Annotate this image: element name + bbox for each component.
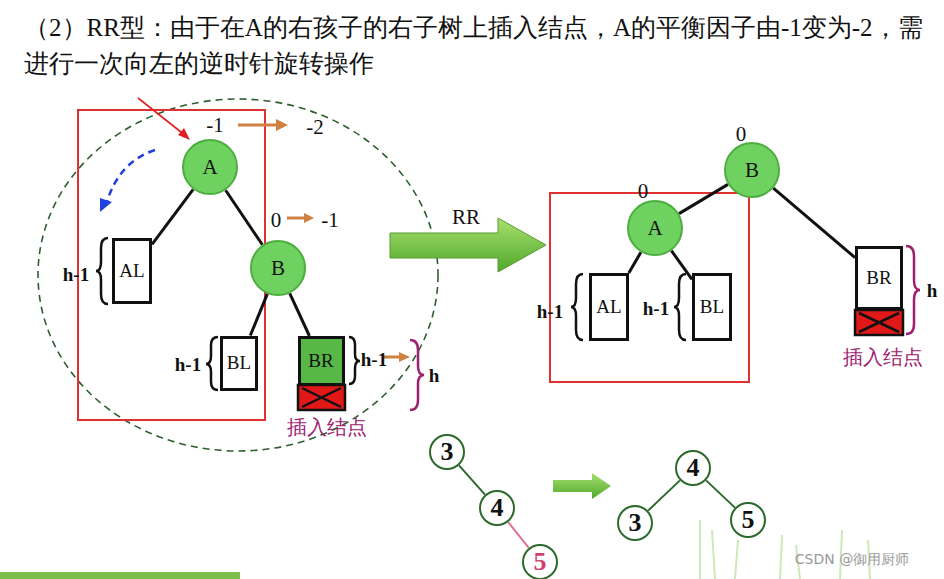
slide-title: （2）RR型：由于在A的右孩子的右子树上插入结点，A的平衡因子由-1变为-2，需…	[24, 10, 939, 82]
tree-edge	[250, 294, 267, 336]
annotation: -1	[206, 113, 224, 138]
tree-node-circle: 4	[675, 450, 711, 486]
tree-edge	[648, 480, 680, 510]
node-label: B	[745, 158, 759, 183]
annotation: -1	[321, 208, 339, 233]
subtree-box: BL	[692, 273, 732, 341]
tree-edge	[508, 522, 529, 548]
node-label: AL	[596, 296, 621, 318]
tree-node-circle: A	[182, 139, 238, 195]
tree-node-circle: 4	[479, 490, 515, 526]
annotation: h-1	[63, 264, 89, 286]
node-label: BL	[227, 352, 251, 374]
tree-node-circle: B	[724, 142, 780, 198]
node-label: 4	[687, 453, 700, 483]
dashed-region	[38, 99, 438, 451]
subtree-box: BL	[220, 336, 258, 391]
annotation: 0	[736, 122, 747, 147]
pointer	[138, 98, 186, 136]
annotation: h	[927, 280, 938, 302]
tree-node-circle: A	[627, 200, 683, 256]
note: 插入结点	[843, 344, 923, 371]
annotation: h-1	[361, 349, 387, 371]
node-label: BR	[866, 267, 891, 289]
node-label: 4	[491, 493, 504, 523]
tree-edge	[459, 465, 485, 494]
tree-node-circle: 5	[522, 544, 558, 579]
annotation: h-1	[537, 301, 563, 323]
tree-edge	[679, 184, 728, 213]
tree-node-circle: B	[250, 240, 306, 296]
tree-node-circle: 5	[730, 502, 766, 538]
node-label: BR	[308, 350, 333, 372]
tree-node-circle: 3	[429, 434, 465, 470]
tree-edge	[706, 480, 735, 507]
node-label: 5	[742, 505, 755, 535]
annotation: RR	[452, 205, 480, 230]
subtree-box: BR	[855, 246, 903, 310]
node-label: 3	[629, 508, 642, 538]
node-label: 3	[441, 437, 454, 467]
annotation: h-1	[175, 354, 201, 376]
tree-edge	[152, 189, 193, 244]
note: 插入结点	[287, 414, 367, 441]
node-label: A	[647, 216, 662, 241]
node-label: 5	[534, 547, 547, 577]
watermark: CSDN @御用厨师	[795, 551, 909, 569]
tree-edge	[773, 188, 855, 257]
red-frame	[550, 193, 749, 382]
annotation: -2	[306, 115, 324, 140]
tree-edge	[226, 190, 263, 245]
subtree-box: AL	[589, 273, 629, 341]
tree-edge	[290, 293, 310, 336]
annotation: h-1	[643, 298, 669, 320]
subtree-box: AL	[112, 238, 152, 304]
tree-edge	[629, 252, 641, 273]
transform-arrow	[553, 473, 611, 499]
tree-edge	[671, 251, 692, 280]
node-label: BL	[700, 296, 724, 318]
annotation: 0	[638, 179, 649, 204]
annotation: 0	[271, 208, 282, 233]
node-label: AL	[119, 260, 144, 282]
red-frame	[78, 110, 265, 420]
node-label: A	[202, 155, 217, 180]
tree-node-circle: 3	[617, 505, 653, 541]
annotation: h	[429, 365, 440, 387]
node-label: B	[271, 256, 285, 281]
subtree-box: BR	[298, 336, 345, 386]
